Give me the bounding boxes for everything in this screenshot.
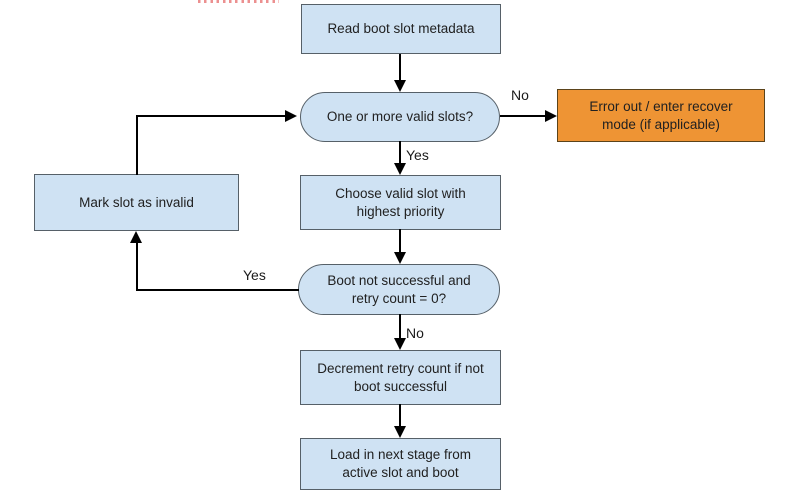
arrowhead-down-icon xyxy=(394,338,406,350)
arrowhead-down-icon xyxy=(394,80,406,92)
connector-mark-to-valid-vertical xyxy=(136,115,138,175)
connector-decrement-to-load xyxy=(399,404,401,428)
flowchart-node-read-boot-slot-metadata: Read boot slot metadata xyxy=(301,4,501,54)
connector-bootcheck-to-mark-horizontal xyxy=(136,289,299,291)
connector-mark-to-valid-horizontal xyxy=(136,115,286,117)
arrowhead-down-icon xyxy=(394,163,406,175)
arrowhead-right-icon xyxy=(285,110,297,122)
flowchart-decision-boot-not-successful: Boot not successful and retry count = 0? xyxy=(298,264,500,315)
flowchart-node-error-out: Error out / enter recover mode (if appli… xyxy=(557,89,765,142)
flowchart-node-choose-valid-slot: Choose valid slot with highest priority xyxy=(300,175,501,230)
red-annotation-marks xyxy=(198,0,279,3)
flowchart-node-decrement-retry-count: Decrement retry count if not boot succes… xyxy=(300,350,501,405)
connector-valid-to-error xyxy=(500,115,546,117)
arrowhead-down-icon xyxy=(394,252,406,264)
connector-choose-to-bootcheck xyxy=(399,229,401,254)
connector-read-to-valid xyxy=(399,54,401,82)
arrowhead-right-icon xyxy=(545,110,557,122)
connector-bootcheck-to-decrement xyxy=(399,314,401,340)
flowchart-node-load-next-stage: Load in next stage from active slot and … xyxy=(300,438,501,490)
connector-valid-to-choose xyxy=(399,141,401,165)
edge-label-yes-choose: Yes xyxy=(406,147,429,163)
flowchart-decision-valid-slots: One or more valid slots? xyxy=(300,92,500,142)
edge-label-no-decrement: No xyxy=(406,325,424,341)
flowchart-node-mark-slot-invalid: Mark slot as invalid xyxy=(34,174,239,231)
arrowhead-down-icon xyxy=(394,426,406,438)
edge-label-yes-mark: Yes xyxy=(243,267,266,283)
arrowhead-up-icon xyxy=(130,231,142,243)
connector-bootcheck-to-mark-vertical xyxy=(136,242,138,291)
edge-label-no-error: No xyxy=(511,87,529,103)
